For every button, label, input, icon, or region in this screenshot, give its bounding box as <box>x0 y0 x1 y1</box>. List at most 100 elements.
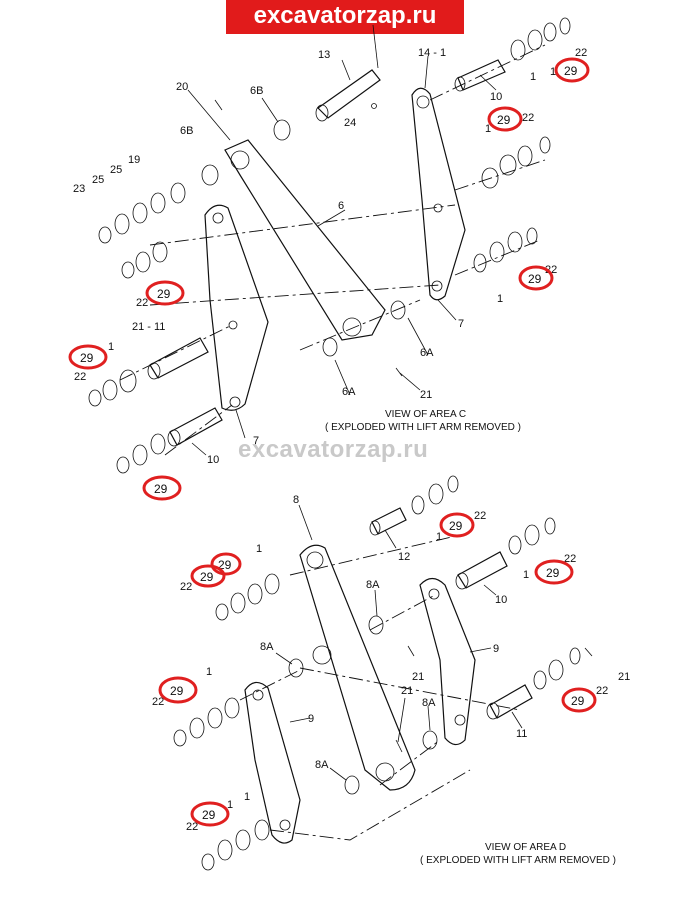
ring-22 <box>559 17 571 35</box>
label-6: 6 <box>338 200 344 212</box>
ring-22 <box>544 517 556 535</box>
bolt-21 <box>395 739 403 753</box>
leader-line <box>191 442 207 456</box>
bushing-8A <box>344 775 360 795</box>
washer-1 <box>119 369 137 393</box>
washer-1 <box>473 253 487 273</box>
leader-line <box>235 409 246 439</box>
label-11: 11 <box>516 728 527 740</box>
hole <box>229 396 241 408</box>
label-7: 7 <box>458 318 464 330</box>
hole <box>212 212 224 224</box>
label-21: 21 <box>618 671 630 683</box>
watermark-text: excavatorzap.ru <box>238 436 429 463</box>
bolt-21 <box>584 647 593 657</box>
pin-end <box>486 702 500 720</box>
leader-line <box>187 89 231 141</box>
label-29: 29 <box>80 351 94 365</box>
washer-1 <box>548 659 564 681</box>
pin-end <box>455 572 469 590</box>
pin-end <box>454 76 466 92</box>
washer-1 <box>481 167 499 189</box>
label-12: 12 <box>398 551 410 563</box>
label-22: 22 <box>74 371 86 383</box>
highlight-ring <box>518 265 554 291</box>
leader-line <box>384 529 397 549</box>
label-6B: 6B <box>250 85 263 97</box>
label-29: 29 <box>528 272 542 286</box>
link-bore <box>312 645 332 665</box>
label-8A: 8A <box>260 641 274 653</box>
bolt-21 <box>407 645 415 657</box>
label-21: 21 <box>412 671 424 683</box>
view-c-drawing <box>88 17 571 474</box>
leader-line <box>479 74 497 91</box>
label-19: 19 <box>128 154 140 166</box>
leader-line <box>374 589 378 617</box>
bracket-plate-7-left <box>204 204 269 411</box>
washer-1 <box>411 495 425 515</box>
label-22: 22 <box>152 696 164 708</box>
leader-line <box>261 97 279 123</box>
leader-line <box>399 372 421 391</box>
axis-line <box>369 594 436 631</box>
leader-line <box>317 209 346 227</box>
washer-1 <box>533 670 547 690</box>
label-1: 1 <box>206 666 212 678</box>
washer-1 <box>499 154 517 176</box>
bushing-6B <box>273 119 291 141</box>
label-7: 7 <box>253 435 259 447</box>
nut-24 <box>371 103 377 109</box>
axis-line <box>289 534 461 576</box>
hole <box>252 689 264 701</box>
label-13: 13 <box>318 49 330 61</box>
ring-22 <box>526 227 538 245</box>
view-c-title: VIEW OF AREA C <box>385 409 466 420</box>
highlight-ring <box>554 57 590 83</box>
ring-23 <box>98 226 112 244</box>
label-29: 29 <box>202 808 216 822</box>
captions: VIEW OF AREA C ( EXPLODED WITH LIFT ARM … <box>325 409 616 866</box>
pin-end <box>147 362 161 380</box>
label-1: 1 <box>256 543 262 555</box>
site-banner-text: excavatorzap.ru <box>253 2 437 29</box>
hole <box>228 320 238 330</box>
view-c-subtitle: ( EXPLODED WITH LIFT ARM REMOVED ) <box>325 422 521 433</box>
label-21: 21 <box>420 389 432 401</box>
ring-22 <box>88 389 102 407</box>
leader-line <box>275 652 293 665</box>
bolt-21 <box>395 367 403 377</box>
leader-line <box>341 59 351 81</box>
washer-1 <box>510 39 526 61</box>
washer-1 <box>508 535 522 555</box>
highlight-ring <box>210 552 242 576</box>
leader-line <box>397 697 406 743</box>
bushing-6B <box>201 164 219 186</box>
label-29: 29 <box>170 684 184 698</box>
ring-22 <box>201 853 215 871</box>
bushing-8A <box>288 658 304 678</box>
leader-line <box>334 359 351 396</box>
label-1: 1 <box>244 791 250 803</box>
label-1: 1 <box>108 341 114 353</box>
washer-1 <box>235 829 251 851</box>
label-29: 29 <box>449 519 463 533</box>
highlight-ring <box>439 512 475 538</box>
axis-line <box>379 739 441 786</box>
hole <box>454 714 466 726</box>
label-22: 22 <box>136 297 148 309</box>
shim-29 <box>230 592 246 614</box>
bushing-8A <box>368 615 384 635</box>
axis-line <box>119 324 233 381</box>
label-21-11: 21 - 11 <box>132 321 165 333</box>
shim-29 <box>132 444 148 466</box>
link-bore <box>342 317 362 337</box>
shim-29 <box>543 22 557 42</box>
leader-line <box>483 584 497 596</box>
axis-line <box>454 159 546 191</box>
label-20: 20 <box>176 81 188 93</box>
leader-line <box>407 317 429 356</box>
view-d-subtitle: ( EXPLODED WITH LIFT ARM REMOVED ) <box>420 855 616 866</box>
shim-29 <box>217 839 233 861</box>
